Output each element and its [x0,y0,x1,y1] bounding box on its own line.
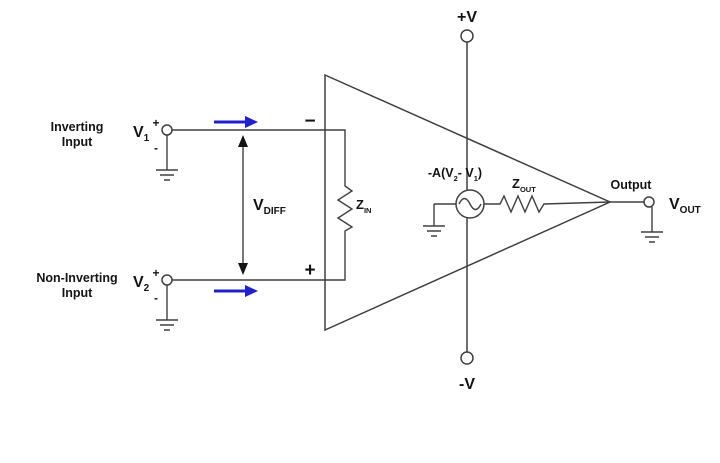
bottom-current-arrow-head [245,285,258,297]
ground-symbol [640,231,664,243]
noninverting-input-caption-line2: Input [62,286,93,300]
vdiff-arrow-head-down [238,263,248,275]
dependent-source-label: -A(V2- V1) [428,166,482,183]
v2-minus-sign: - [154,291,158,305]
negative-supply-terminal [460,351,474,365]
ground-symbol [422,225,446,237]
zin-label: ZIN [356,197,371,215]
inverting-input-caption-line2: Input [62,135,93,149]
v2-plus-sign: + [152,266,159,280]
negative-supply-label: -V [459,376,475,393]
noninverting-input-terminal [161,274,173,286]
noninverting-input-caption-line1: Non-Inverting [36,271,117,285]
inverting-input-caption-line1: Inverting [51,120,104,134]
vout-label: VOUT [669,196,701,216]
v1-plus-sign: + [152,116,159,130]
v1-label: V1 [133,124,150,144]
ground-symbol [155,319,179,331]
noninverting-pin-plus: + [304,260,315,281]
positive-supply-terminal [460,29,474,43]
output-caption: Output [611,178,653,192]
vdiff-arrow-head-up [238,135,248,147]
top-current-arrow-head [245,116,258,128]
zout-label: ZOUT [512,176,536,194]
input-loop-and-zin-resistor [172,129,354,281]
vdiff-label: VDIFF [253,197,286,217]
inverting-pin-minus: − [304,111,315,132]
positive-supply-label: +V [457,9,477,26]
v1-minus-sign: - [154,141,158,155]
ground-symbol [155,169,179,181]
sine-wave-icon [458,197,482,211]
zout-resistor [484,194,611,214]
v2-label: V2 [133,274,150,294]
output-terminal [643,196,655,208]
inverting-input-terminal [161,124,173,136]
